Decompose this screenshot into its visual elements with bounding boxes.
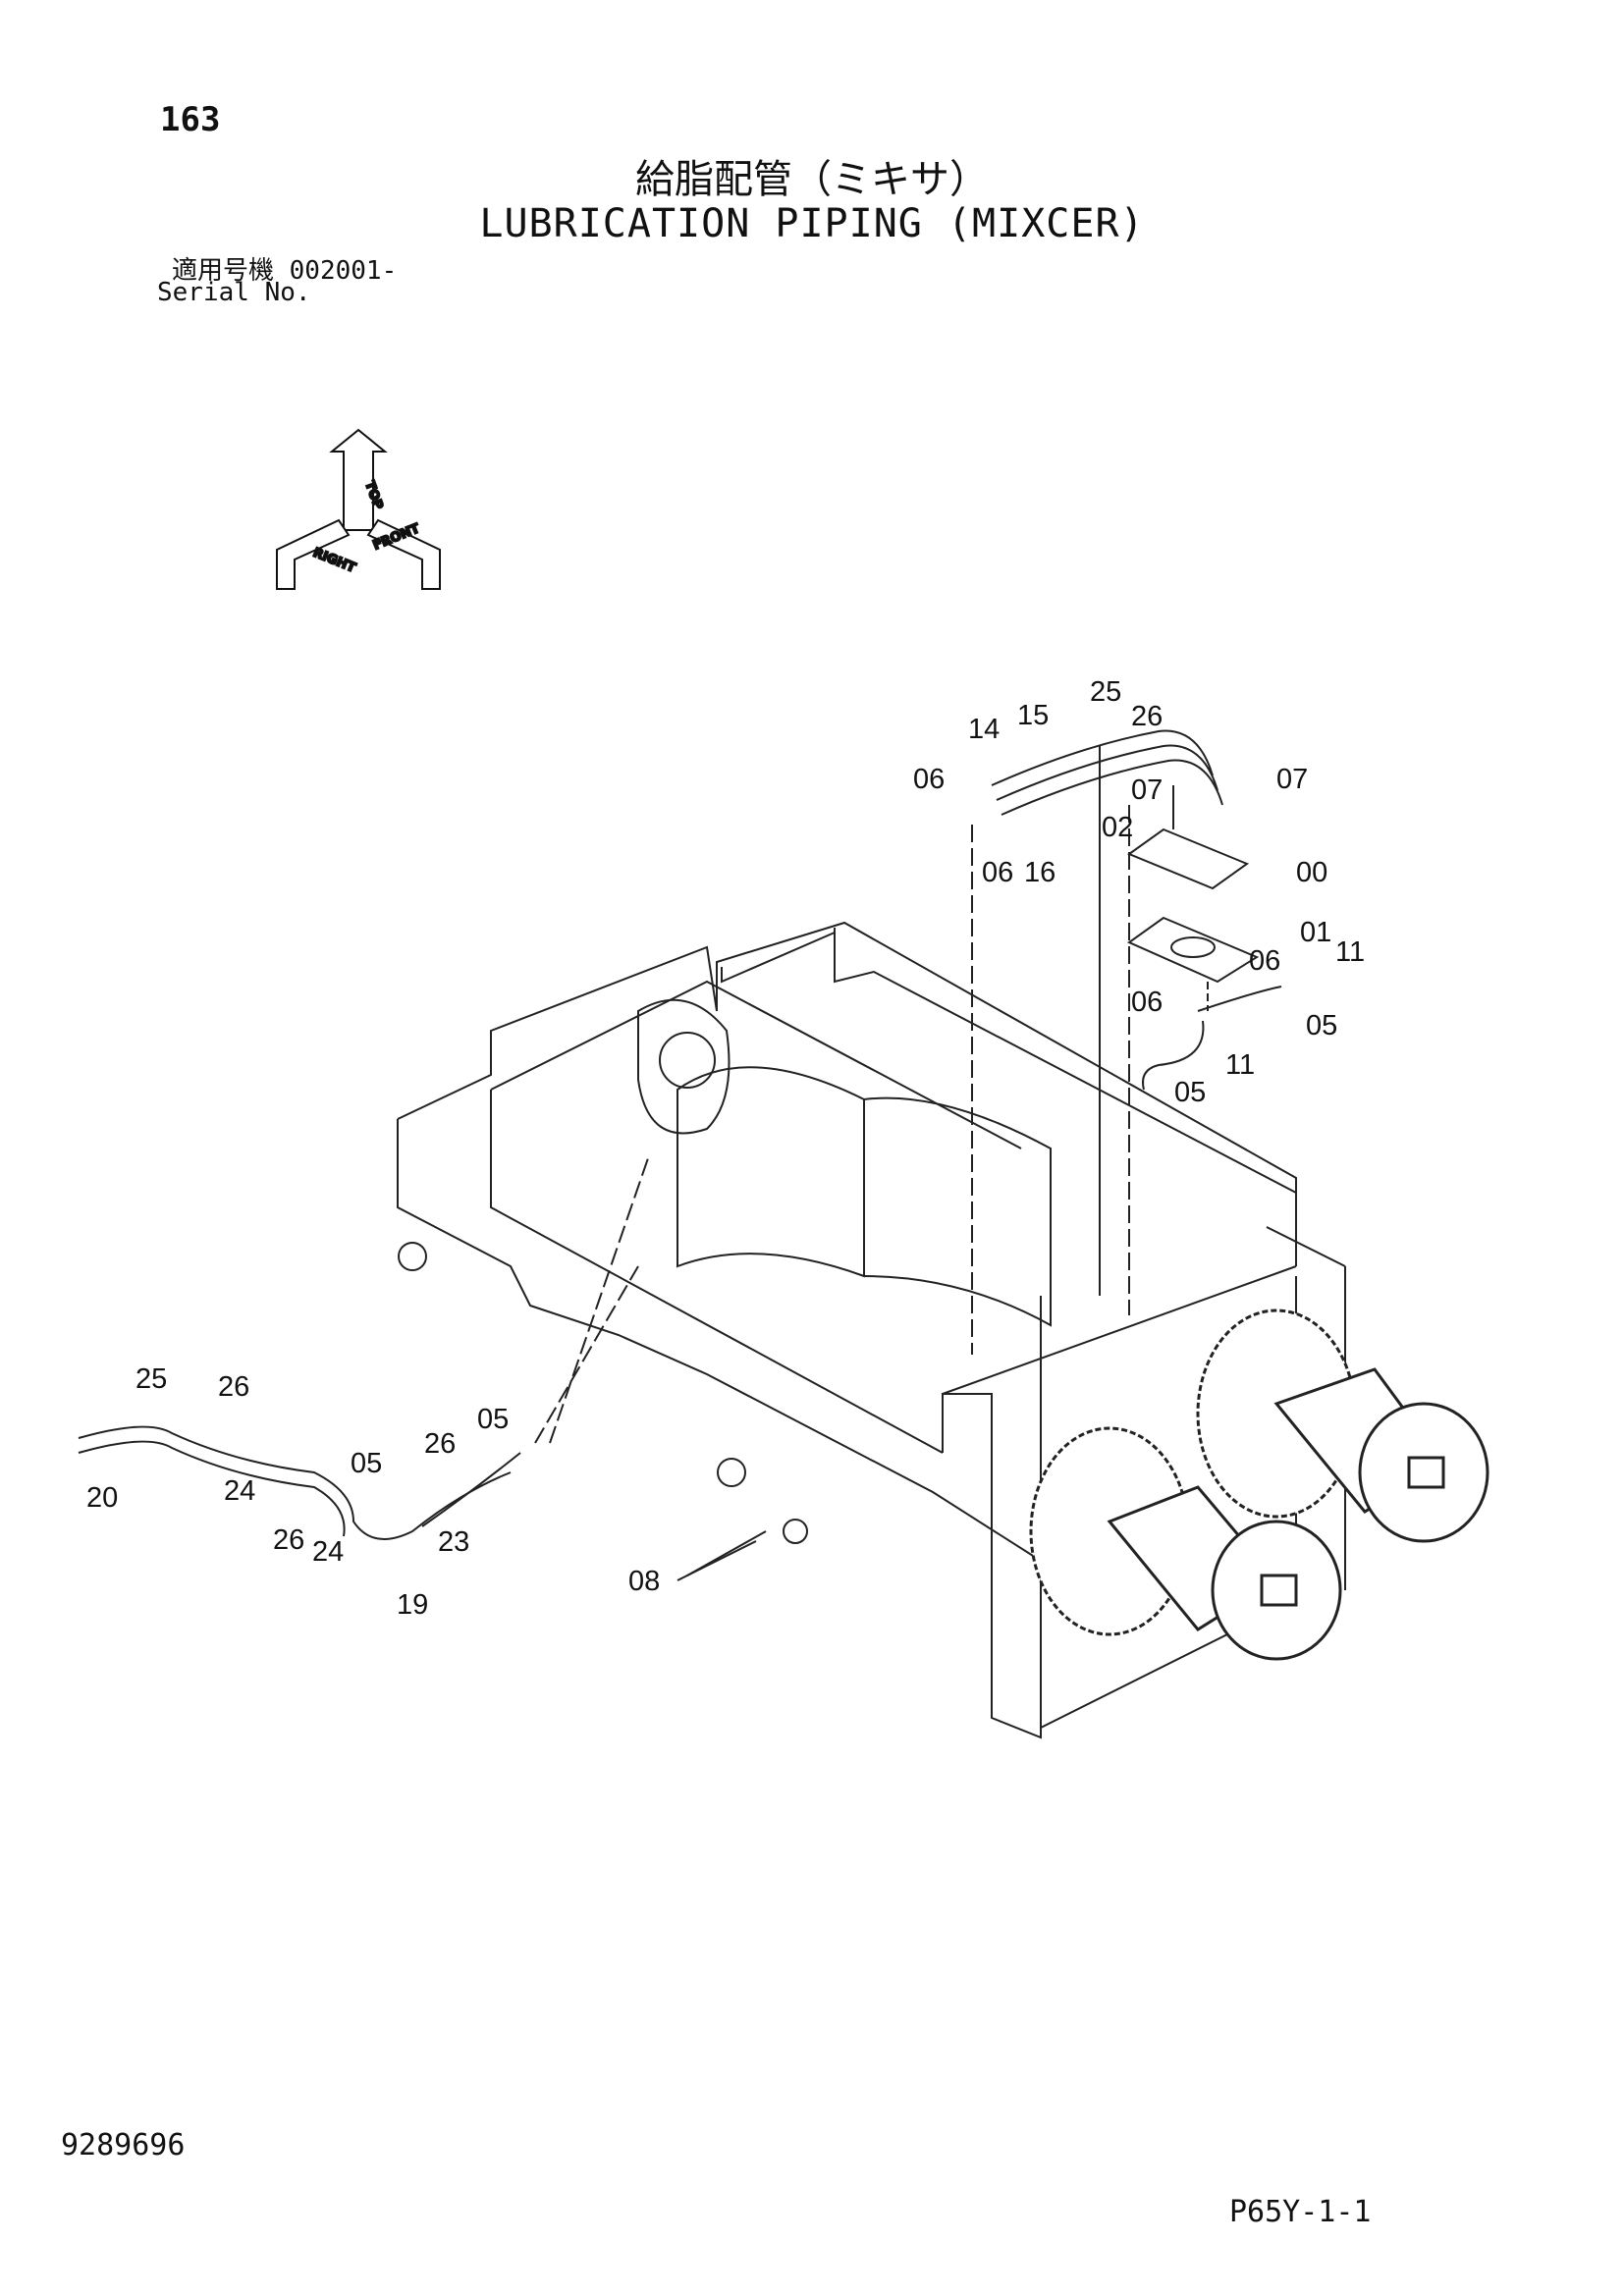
sheet-code: P65Y-1-1	[1229, 2195, 1372, 2229]
frame-pivot-left	[398, 1242, 427, 1271]
frame-right-edge	[942, 1265, 1297, 1395]
frame-front-wall	[721, 932, 836, 984]
callout-05-right: 05	[1306, 1010, 1337, 1041]
callout-06-right: 06	[1249, 945, 1280, 977]
mounting-plate-00	[1126, 828, 1250, 890]
title-japanese: 給脂配管（ミキサ）	[635, 157, 989, 202]
hose-11-upper	[1197, 986, 1282, 1012]
hose-20-parallel	[78, 1440, 346, 1537]
gasket-01	[1126, 916, 1260, 984]
drum-flange-hole	[659, 1032, 716, 1089]
orientation-label-right: RIGHT	[311, 546, 358, 576]
serial-number-label: Serial No.	[157, 278, 311, 307]
callout-23: 23	[438, 1526, 469, 1558]
orientation-arrow-top	[329, 428, 388, 531]
motor-port-left	[1260, 1574, 1298, 1607]
callout-01: 01	[1300, 917, 1331, 948]
drum-section	[863, 1096, 1052, 1327]
gasket-opening	[1170, 936, 1216, 958]
callout-24-bottom: 24	[312, 1536, 344, 1568]
hose-11-lower	[1142, 1020, 1205, 1091]
upper-hose-16	[1001, 759, 1223, 816]
callout-26-lower-right: 26	[424, 1428, 456, 1460]
leader-lower-dashed	[534, 1265, 639, 1444]
frame-corner-post	[991, 1394, 1042, 1739]
drawing-number: 9289696	[61, 2128, 186, 2163]
leader-08-b	[686, 1530, 767, 1576]
title-english: LUBRICATION PIPING (MIXCER)	[479, 201, 1145, 246]
mixer-frame	[397, 921, 1346, 1739]
callout-00: 00	[1296, 857, 1327, 888]
orientation-arrow-front	[366, 518, 441, 590]
callout-11-upper: 11	[1335, 936, 1365, 968]
callout-19: 19	[397, 1589, 428, 1621]
orientation-arrow-right	[276, 518, 351, 590]
frame-pivot-lower	[783, 1519, 808, 1544]
frame-left-upper	[397, 945, 718, 1120]
leader-lower-dashed-2	[549, 1157, 649, 1444]
frame-back-ledge	[490, 980, 1022, 1149]
callout-25-lower: 25	[135, 1363, 167, 1395]
orientation-symbol: TOP RIGHT FRONT	[276, 428, 441, 590]
callout-08: 08	[628, 1566, 660, 1597]
callout-20: 20	[86, 1482, 118, 1514]
upper-hose-15	[996, 744, 1218, 801]
drum-flange	[637, 998, 731, 1135]
drum-shell	[677, 1066, 865, 1278]
callout-25-upper: 25	[1090, 676, 1121, 708]
drive-assembly	[1029, 1308, 1489, 1661]
frame-rear-wall	[834, 928, 1297, 1194]
callout-26-bottom: 26	[273, 1524, 304, 1556]
callout-06-lower: 06	[982, 857, 1013, 888]
motor-port-right	[1407, 1456, 1445, 1489]
frame-lower-edge	[397, 1119, 1042, 1563]
callout-02: 02	[1102, 812, 1133, 843]
callout-07-left: 07	[1131, 774, 1163, 806]
callout-16: 16	[1024, 857, 1056, 888]
hose-23	[421, 1452, 521, 1527]
callouts: 25 26 14 15 06 07 07 02 00 06 16 01 06 1…	[86, 676, 1365, 1621]
upper-hose-14	[991, 729, 1214, 786]
callout-05-lower: 05	[351, 1448, 382, 1479]
callout-24-left: 24	[224, 1475, 255, 1507]
serial-applicability-japanese: 適用号機 002001-	[172, 256, 398, 286]
callout-15: 15	[1017, 700, 1049, 731]
frame-inner-floor	[490, 1090, 944, 1454]
page-number: 163	[160, 100, 221, 139]
callout-06-mid: 06	[1131, 987, 1163, 1018]
frame-front-post	[942, 1393, 993, 1561]
frame-top-rim	[716, 921, 1297, 1266]
callout-26-lower: 26	[218, 1371, 249, 1403]
callout-05-mid: 05	[1174, 1077, 1206, 1108]
frame-pivot-front	[717, 1458, 746, 1487]
upper-hose-assembly	[971, 729, 1282, 1355]
callout-26-upper: 26	[1131, 701, 1163, 732]
callout-06-upper: 06	[913, 764, 945, 795]
callout-05-lower-right: 05	[477, 1404, 509, 1435]
frame-right-flange	[1266, 1226, 1346, 1267]
hose-20-24-19	[78, 1425, 512, 1540]
lower-left-hose-assembly	[78, 1157, 767, 1581]
callout-11-lower: 11	[1225, 1049, 1255, 1081]
callout-07-right: 07	[1276, 764, 1308, 795]
callout-14: 14	[968, 714, 1000, 745]
